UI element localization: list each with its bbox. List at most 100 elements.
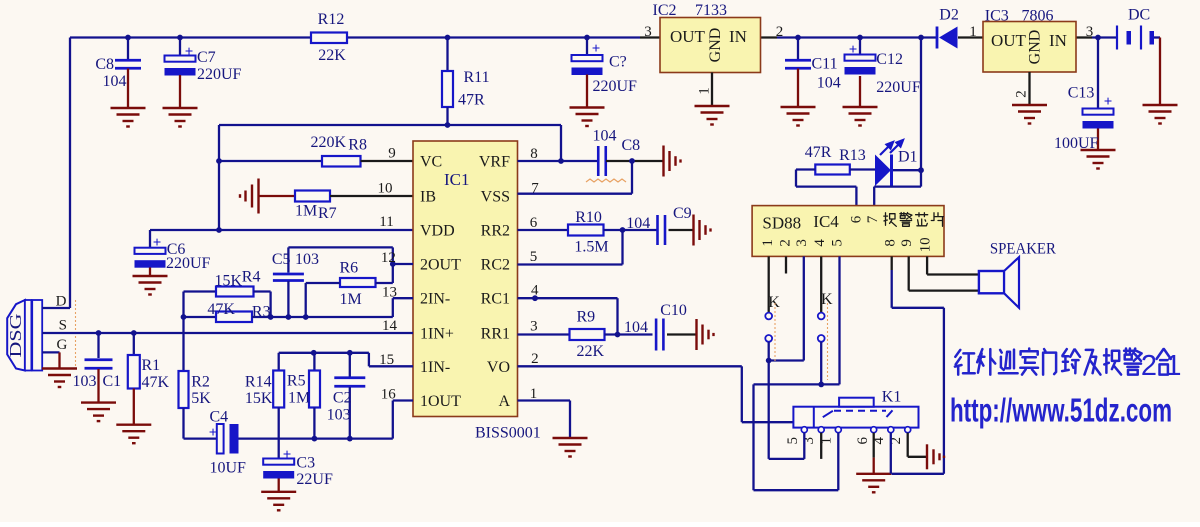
- svg-text:104: 104: [626, 215, 650, 232]
- svg-text:C6: C6: [167, 241, 186, 258]
- svg-text:1M: 1M: [295, 203, 317, 220]
- svg-text:5: 5: [530, 249, 538, 265]
- svg-text:R4: R4: [242, 269, 261, 286]
- svg-text:2OUT: 2OUT: [420, 257, 461, 274]
- svg-text:K1: K1: [882, 389, 902, 406]
- svg-text:IC4: IC4: [813, 212, 839, 231]
- svg-text:RC1: RC1: [481, 291, 510, 308]
- svg-text:+: +: [153, 235, 162, 251]
- svg-text:11: 11: [379, 214, 393, 230]
- svg-text:OUT: OUT: [670, 27, 706, 46]
- svg-text:5: 5: [785, 437, 801, 445]
- svg-text:22UF: 22UF: [296, 471, 333, 488]
- svg-text:+: +: [592, 41, 601, 57]
- svg-text:220UF: 220UF: [876, 79, 921, 96]
- svg-text:3: 3: [530, 319, 538, 335]
- svg-text:+: +: [849, 42, 858, 58]
- svg-text:IC2: IC2: [653, 2, 677, 19]
- svg-text:IC3: IC3: [985, 7, 1009, 24]
- svg-text:R5: R5: [287, 373, 306, 390]
- svg-text:3: 3: [794, 239, 810, 247]
- svg-text:C5: C5: [272, 251, 291, 268]
- svg-text:R14: R14: [245, 374, 272, 391]
- svg-text:47R: 47R: [458, 92, 485, 109]
- svg-text:DC: DC: [1128, 7, 1150, 24]
- svg-text:VRF: VRF: [479, 154, 510, 171]
- svg-text:8: 8: [882, 239, 898, 247]
- svg-text:OUT: OUT: [991, 31, 1027, 50]
- svg-text:K: K: [821, 291, 833, 308]
- svg-text:47R: 47R: [805, 144, 832, 161]
- svg-text:D1: D1: [898, 149, 918, 166]
- svg-text:IC1: IC1: [444, 170, 470, 189]
- svg-text:C13: C13: [1068, 85, 1095, 102]
- svg-text:15: 15: [379, 352, 394, 368]
- svg-text:104: 104: [624, 319, 648, 336]
- svg-text:VO: VO: [487, 359, 510, 376]
- svg-text:1: 1: [1165, 350, 1181, 382]
- svg-text:2: 2: [888, 437, 904, 445]
- svg-text:R3: R3: [252, 304, 271, 321]
- svg-text:C7: C7: [197, 49, 216, 66]
- svg-text:2IN-: 2IN-: [420, 291, 450, 308]
- svg-text:4: 4: [531, 283, 539, 299]
- svg-text:DSG: DSG: [6, 313, 25, 357]
- svg-text:IB: IB: [420, 189, 436, 206]
- svg-text:C8: C8: [622, 137, 641, 154]
- svg-text:IN: IN: [729, 27, 747, 46]
- svg-text:1.5M: 1.5M: [574, 239, 608, 256]
- svg-text:C?: C?: [609, 54, 627, 71]
- svg-text:100UF: 100UF: [1054, 135, 1099, 152]
- svg-text:6: 6: [849, 215, 865, 223]
- svg-text:SPEAKER: SPEAKER: [990, 241, 1056, 258]
- svg-text:1: 1: [818, 437, 834, 445]
- svg-text:C12: C12: [876, 51, 903, 68]
- svg-text:14: 14: [382, 318, 398, 334]
- svg-text:6: 6: [855, 437, 871, 445]
- svg-text:C11: C11: [812, 56, 838, 73]
- svg-text:3: 3: [1086, 24, 1094, 40]
- svg-text:VDD: VDD: [420, 223, 455, 240]
- svg-text:4: 4: [812, 239, 828, 247]
- svg-text:220K: 220K: [311, 134, 347, 151]
- svg-text:C10: C10: [660, 302, 687, 319]
- svg-text:1: 1: [969, 24, 977, 40]
- svg-text:R8: R8: [348, 137, 367, 154]
- svg-text:+: +: [1104, 94, 1113, 110]
- svg-text:9: 9: [388, 146, 396, 162]
- svg-text:1IN+: 1IN+: [420, 326, 454, 343]
- svg-text:103: 103: [295, 251, 319, 268]
- svg-text:R1: R1: [142, 357, 161, 374]
- svg-text:R7: R7: [318, 205, 337, 222]
- svg-text:3: 3: [644, 24, 652, 40]
- svg-text:D2: D2: [939, 7, 959, 24]
- svg-text:47K: 47K: [142, 374, 170, 391]
- svg-text:C9: C9: [673, 205, 692, 222]
- svg-text:SD88: SD88: [762, 214, 801, 233]
- svg-text:A: A: [498, 393, 510, 410]
- svg-text:1IN-: 1IN-: [420, 359, 450, 376]
- svg-text:1M: 1M: [340, 291, 362, 308]
- svg-text:2: 2: [531, 351, 539, 367]
- svg-text:10: 10: [378, 181, 393, 197]
- svg-text:C2: C2: [333, 390, 352, 407]
- svg-text:R11: R11: [464, 69, 490, 86]
- svg-text:220UF: 220UF: [593, 78, 638, 95]
- svg-text:GND: GND: [707, 28, 724, 63]
- svg-text:7: 7: [865, 215, 881, 223]
- svg-text:R10: R10: [575, 209, 602, 226]
- svg-text:S: S: [59, 318, 67, 334]
- svg-text:5: 5: [830, 239, 846, 247]
- svg-text:R12: R12: [318, 11, 345, 28]
- svg-text:R6: R6: [340, 260, 359, 277]
- svg-text:5K: 5K: [191, 390, 211, 407]
- svg-text:22K: 22K: [577, 343, 605, 360]
- svg-text:2: 2: [777, 239, 793, 247]
- svg-text:+: +: [209, 425, 218, 441]
- svg-text:1OUT: 1OUT: [420, 393, 461, 410]
- svg-text:C8: C8: [95, 56, 114, 73]
- svg-text:1M: 1M: [288, 390, 310, 407]
- svg-text:+: +: [283, 447, 292, 463]
- svg-text:104: 104: [103, 73, 127, 90]
- svg-text:R2: R2: [191, 374, 210, 391]
